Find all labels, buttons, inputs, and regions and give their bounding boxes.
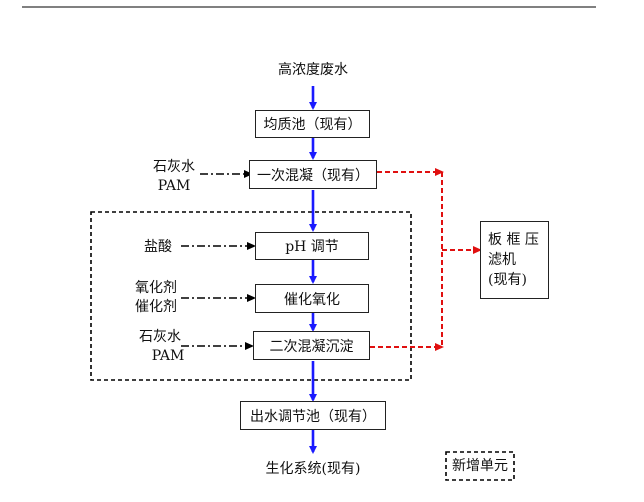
destination-label: 生化系统(现有): [265, 461, 361, 477]
filter-press-line-2: 滤机: [488, 252, 516, 268]
source-label: 高浓度废水: [278, 62, 348, 78]
primary-coagulation-box: 一次混凝（现有）: [249, 160, 377, 189]
legend-box: [445, 451, 515, 481]
reagent-catalyst: 催化剂: [135, 299, 177, 315]
reagent-lime-2: 石灰水: [139, 329, 181, 345]
new-unit-frame: [90, 211, 412, 381]
filter-press-box: 板 框 压 滤机 (现有): [480, 221, 549, 299]
filter-press-line-1: 板 框 压: [488, 232, 539, 248]
reagent-pam-1: PAM: [157, 178, 191, 194]
catalytic-oxidation-box: 催化氧化: [255, 284, 369, 313]
secondary-coagulation-box: 二次混凝沉淀: [253, 331, 370, 360]
equalization-tank-box: 均质池（现有）: [255, 110, 370, 138]
ph-adjustment-box: pH 调节: [255, 232, 369, 260]
legend-label: 新增单元: [452, 458, 508, 474]
filter-press-line-3: (现有): [488, 272, 527, 288]
effluent-tank-box: 出水调节池（现有）: [240, 401, 386, 430]
reagent-pam-2: PAM: [151, 348, 185, 364]
reagent-lime-1: 石灰水: [153, 159, 195, 175]
reagent-hcl: 盐酸: [144, 239, 172, 255]
reagent-oxidant: 氧化剂: [135, 280, 177, 296]
